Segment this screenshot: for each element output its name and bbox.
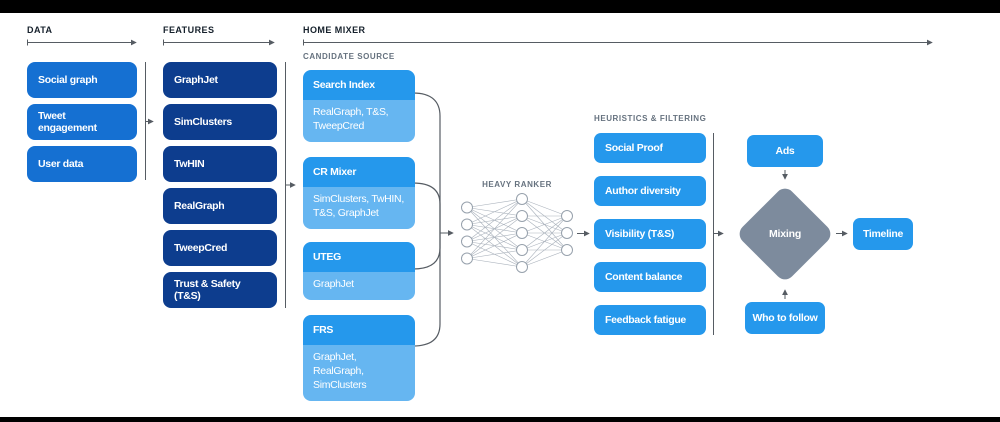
source-group-uteg: UTEG GraphJet xyxy=(303,242,415,300)
data-box-user-data: User data xyxy=(27,146,137,182)
source-title: FRS xyxy=(303,315,415,345)
source-sub: SimClusters, TwHIN, T&S, GraphJet xyxy=(303,187,415,229)
source-sub: GraphJet, RealGraph, SimClusters xyxy=(303,345,415,401)
data-box-social-graph: Social graph xyxy=(27,62,137,98)
neural-network-icon xyxy=(461,193,573,273)
heuristic-box-content-balance: Content balance xyxy=(594,262,706,292)
timeline-box: Timeline xyxy=(853,218,913,250)
source-group-search-index: Search Index RealGraph, T&S, TweepCred xyxy=(303,70,415,142)
feature-box-simclusters: SimClusters xyxy=(163,104,277,140)
top-frame-bar xyxy=(0,0,1000,13)
candidate-source-label: CANDIDATE SOURCE xyxy=(303,52,395,61)
candidate-merge-curves xyxy=(412,92,441,347)
heuristic-box-social-proof: Social Proof xyxy=(594,133,706,163)
source-group-cr-mixer: CR Mixer SimClusters, TwHIN, T&S, GraphJ… xyxy=(303,157,415,229)
column-header-features: FEATURES xyxy=(163,25,215,35)
column-header-home-mixer: HOME MIXER xyxy=(303,25,366,35)
feature-box-tweepcred: TweepCred xyxy=(163,230,277,266)
feature-box-twhin: TwHIN xyxy=(163,146,277,182)
source-title: Search Index xyxy=(303,70,415,100)
who-to-follow-box: Who to follow xyxy=(745,302,825,334)
heuristics-label: HEURISTICS & FILTERING xyxy=(594,114,707,123)
source-title: CR Mixer xyxy=(303,157,415,187)
source-sub: GraphJet xyxy=(303,272,415,300)
source-title: UTEG xyxy=(303,242,415,272)
bottom-frame-bar xyxy=(0,417,1000,422)
column-header-data: DATA xyxy=(27,25,53,35)
source-group-frs: FRS GraphJet, RealGraph, SimClusters xyxy=(303,315,415,401)
heuristic-box-author-diversity: Author diversity xyxy=(594,176,706,206)
feature-box-realgraph: RealGraph xyxy=(163,188,277,224)
heuristic-box-feedback-fatigue: Feedback fatigue xyxy=(594,305,706,335)
heuristic-box-visibility: Visibility (T&S) xyxy=(594,219,706,249)
feature-box-trust-safety: Trust & Safety (T&S) xyxy=(163,272,277,308)
feature-box-graphjet: GraphJet xyxy=(163,62,277,98)
heavy-ranker-label: HEAVY RANKER xyxy=(482,180,552,189)
mixing-label: Mixing xyxy=(768,228,802,240)
data-box-tweet-engagement: Tweet engagement xyxy=(27,104,137,140)
ads-box: Ads xyxy=(747,135,823,167)
source-sub: RealGraph, T&S, TweepCred xyxy=(303,100,415,142)
